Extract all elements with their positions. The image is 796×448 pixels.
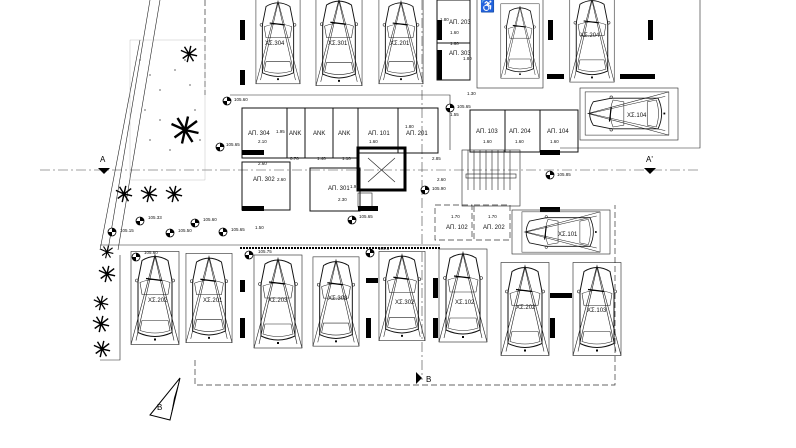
dimension: 2.85 <box>432 156 441 161</box>
room-label: ΑΠ. 103 <box>476 129 498 135</box>
room-label: ΑΠ. 203 <box>449 20 471 26</box>
parking-label: ΧΣ.101 <box>558 232 578 238</box>
parking-label: ΧΣ.202 <box>148 298 168 304</box>
parking-label: ΧΣ.204 <box>580 33 600 39</box>
dimension: 1.80 <box>463 56 472 61</box>
storage-lower: ΑΠ. 102 ΑΠ. 202 1.70 1.70 <box>434 204 511 241</box>
level-label: 105.60 <box>203 217 217 222</box>
room-label: ΑΠ. 101 <box>368 131 390 137</box>
dimension: 0.70 <box>290 156 299 161</box>
dimension: 1.60 <box>515 139 524 144</box>
dimension: 2.60 <box>258 161 267 166</box>
room-label: ΑΠ. 302 <box>253 177 275 183</box>
parking-space[interactable]: ΧΣ.204 <box>569 0 615 83</box>
dimension: 1.60 <box>450 30 459 35</box>
level-label: 105.33 <box>148 215 162 220</box>
dimension: 2.60 <box>277 177 286 182</box>
dimension: 1.80 <box>440 17 449 22</box>
level-label: 105.50 <box>178 228 192 233</box>
level-label: 105.5 <box>378 246 390 251</box>
parking-label: ΧΣ.304 <box>265 41 285 47</box>
parking-label: ΧΣ.202 <box>516 305 536 311</box>
dimension: 1.30 <box>467 91 476 96</box>
parking-space[interactable]: ΧΣ.103 <box>572 261 622 357</box>
dimension: 1.80 <box>405 124 414 129</box>
level-label: 105.85 <box>557 172 571 177</box>
room-label: ΑΠ. 301 <box>328 186 350 192</box>
level-label: 105.65 <box>226 142 240 147</box>
dimension: 1.55 <box>450 112 459 117</box>
room-label: ΑΠ. 202 <box>483 225 505 231</box>
parking-label: ΧΣ.103 <box>587 308 607 314</box>
parking-label: ΧΣ.102 <box>455 300 475 306</box>
dimension: 1.95 <box>276 129 285 134</box>
room-label: ΑΝΚ <box>313 131 325 137</box>
parking-space[interactable]: ΧΣ.201 <box>185 252 233 344</box>
parking-space[interactable]: ΧΣ.303 <box>312 256 360 347</box>
storage-top: ΑΠ. 203 ΑΠ. 303 1.80 1.60 1.60 1.80 1.30 <box>436 0 476 96</box>
room-label: ΑΠ. 303 <box>449 51 471 57</box>
level-label: 105.65 <box>359 214 373 219</box>
parking-space[interactable]: ΧΣ.101 <box>511 209 611 255</box>
parking-space[interactable]: ΧΣ.304 <box>255 0 301 85</box>
level-label: 105.65 <box>457 104 471 109</box>
parking-space[interactable]: ΧΣ.202 <box>500 261 550 357</box>
parking-space[interactable]: ΧΣ.201 <box>378 0 424 85</box>
level-label: 105.75 <box>258 249 272 254</box>
parking-space[interactable]: ΧΣ.301 <box>315 0 363 87</box>
dimension: 1.70 <box>488 214 497 219</box>
dimension: 1.60 <box>369 139 378 144</box>
level-label: 105.90 <box>432 186 446 191</box>
parking-space[interactable]: ΧΣ.102 <box>438 248 488 343</box>
dimension: 1.95 <box>350 184 359 189</box>
room-label: ΑΠ. 304 <box>248 131 270 137</box>
parking-space[interactable]: ΧΣ.104 <box>579 87 679 141</box>
level-label: 105.60 <box>234 97 248 102</box>
parking-label: ΧΣ.203 <box>268 298 288 304</box>
dimension: 2.10 <box>258 139 267 144</box>
room-label: ΑΠ. 104 <box>547 129 569 135</box>
north-arrow-icon: B <box>149 377 181 421</box>
level-label: 105.15 <box>120 228 134 233</box>
parking-label: ΧΣ.201 <box>203 298 223 304</box>
wheelchair-icon: ♿ <box>480 0 495 13</box>
dimension: 1.60 <box>450 41 459 46</box>
parking-space[interactable]: ΧΣ.202 <box>130 250 180 346</box>
dimension: 1.70 <box>451 214 460 219</box>
parking-label: ΧΣ.301 <box>328 41 348 47</box>
storage-middle: ΑΠ. 304 ΑΝΚ ΑΝΚ ΑΝΚ ΑΠ. 101 ΑΠ. 201 ΑΠ. … <box>241 107 579 230</box>
parking-space-accessible[interactable]: ♿ <box>476 0 544 89</box>
parking-row-bottom: ΧΣ.202 ΧΣ.201 ΧΣ.203 ΧΣ.303 ΧΣ.302 ΧΣ.10… <box>130 247 622 357</box>
parking-space[interactable]: ΧΣ.203 <box>253 254 303 349</box>
dimension: 2.30 <box>338 197 347 202</box>
room-label: ΑΠ. 201 <box>406 131 428 137</box>
dimension: 1.50 <box>255 225 264 230</box>
section-b-label: B <box>426 375 431 384</box>
level-markers: 105.60 105.65 105.85 105.90 105.65 105.3… <box>107 96 571 262</box>
room-label: ΑΠ. 204 <box>509 129 531 135</box>
room-label: ΑΠ. 102 <box>446 225 468 231</box>
parking-label: ΧΣ.302 <box>395 300 415 306</box>
level-label: 105.65 <box>231 227 245 232</box>
dimension: 1.40 <box>317 156 326 161</box>
parking-row-top: ΧΣ.304 ΧΣ.301 ΧΣ.201 ♿ ΧΣ.204 <box>240 0 655 89</box>
dimension: 1.10 <box>342 156 351 161</box>
room-label: ΑΝΚ <box>338 131 350 137</box>
parking-space[interactable]: ΧΣ.302 <box>378 250 426 342</box>
garden <box>92 39 206 358</box>
dimension: 1.60 <box>483 139 492 144</box>
level-label: 105.60 <box>144 250 158 255</box>
north-arrow-label: B <box>157 403 162 412</box>
parking-label: ΧΣ.303 <box>328 296 348 302</box>
section-a-prime-label: A' <box>646 155 653 164</box>
parking-label: ΧΣ.201 <box>390 41 410 47</box>
dimension: 1.60 <box>550 139 559 144</box>
room-label: ΑΝΚ <box>289 131 301 137</box>
section-markers: A A' B <box>98 155 656 384</box>
section-a-label: A <box>100 155 106 164</box>
dimension: 2.60 <box>437 177 446 182</box>
parking-label: ΧΣ.104 <box>627 113 647 119</box>
